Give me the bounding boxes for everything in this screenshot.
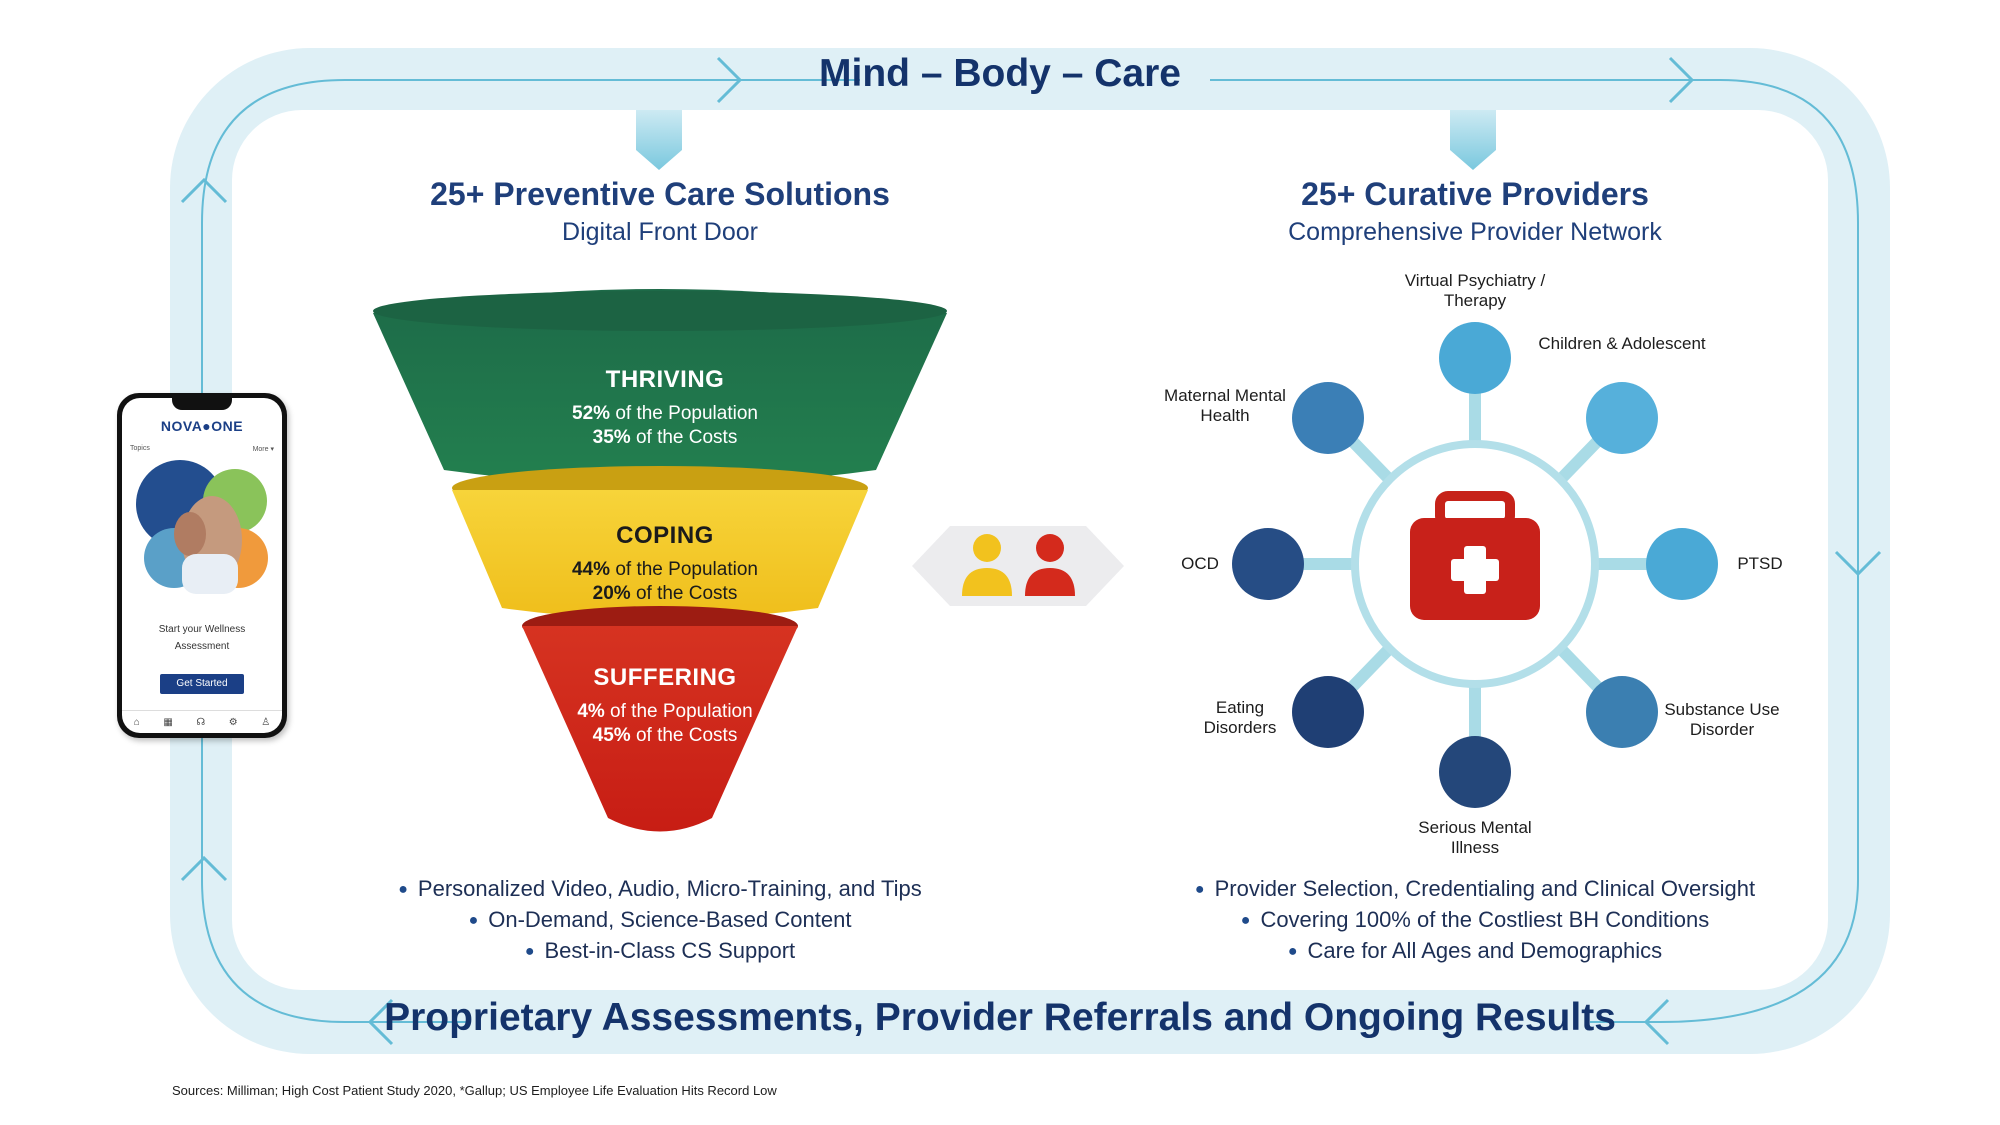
hero-image [136,460,268,594]
calendar-icon[interactable]: ▦ [163,716,173,728]
tier-cost-pct: 20% [592,583,631,604]
node-label: Maternal Mental Health [1164,386,1286,425]
left-title: 25+ Preventive Care Solutions [430,176,890,212]
node-label: Virtual Psychiatry / Therapy [1404,271,1546,310]
topics-label[interactable]: Topics [130,445,150,452]
right-subtitle: Comprehensive Provider Network [1288,218,1662,246]
app-logo: NOVA●ONE [160,418,244,434]
home-icon[interactable]: ⌂ [133,716,140,728]
right-bullets: ●Provider Selection, Credentialing and C… [1160,874,1790,967]
tier-cost-text: of the Costs [630,725,738,746]
chevron-up-icon [180,177,228,204]
node-serious-mental-illness [1439,736,1511,808]
node-virtual-psychiatry [1439,322,1511,394]
bullet-item: ●Best-in-Class CS Support [524,938,796,963]
headset-icon[interactable]: ☊ [196,716,206,728]
funnel-thriving-shape [373,289,947,485]
tier-name: COPING [616,522,714,549]
node-ptsd [1646,528,1718,600]
tier-cost-pct: 45% [592,725,631,746]
tier-name: THRIVING [605,366,725,393]
bullet-item: ●Personalized Video, Audio, Micro-Traini… [398,876,922,901]
bullet-item: ●Covering 100% of the Costliest BH Condi… [1240,907,1710,932]
phone-notch [172,398,232,410]
left-bullets: ●Personalized Video, Audio, Micro-Traini… [360,874,960,967]
footer-title: Proprietary Assessments, Provider Referr… [384,996,1616,1039]
left-subtitle: Digital Front Door [562,218,758,246]
medical-kit-icon [1410,491,1540,620]
more-menu[interactable]: More ▾ [252,446,274,453]
node-label: Eating Disorders [1203,698,1277,737]
tier-pop-text: of the Population [610,403,758,424]
bullet-item: ●Provider Selection, Credentialing and C… [1194,876,1756,901]
node-label: OCD [1181,554,1219,573]
phone-screen: NOVA●ONE Topics More ▾ Start your Wellne… [122,398,282,733]
tier-pop-pct: 4% [577,701,605,722]
chevron-right-icon [1668,56,1695,104]
funnel-thriving-label: THRIVING 52% of the Population 35% of th… [500,368,830,450]
funnel-suffering-shape [522,626,798,832]
bottom-nav: ⌂ ▦ ☊ ⚙ ♙ [122,710,282,733]
funnel-coping-shape [452,490,868,619]
phone-mockup: NOVA●ONE Topics More ▾ Start your Wellne… [117,393,287,738]
node-label: PTSD [1737,554,1783,573]
node-label: Children & Adolescent [1538,334,1706,353]
down-pointer-right [1450,110,1496,170]
chevron-left-icon [1643,998,1670,1046]
bullet-item: ●Care for All Ages and Demographics [1287,938,1663,963]
tier-pop-pct: 52% [572,403,611,424]
bullet-item: ●On-Demand, Science-Based Content [468,907,852,932]
node-ocd [1232,528,1304,600]
cta-line-2: Assessment [174,641,230,652]
node-children-adolescent [1586,382,1658,454]
tier-cost-pct: 35% [592,427,631,448]
tier-cost-text: of the Costs [630,427,738,448]
node-substance-use [1586,676,1658,748]
tier-pop-pct: 44% [572,559,611,580]
cta-text: Start your Wellness Assessment [122,621,282,655]
right-title: 25+ Curative Providers [1301,176,1649,212]
node-label: Substance Use Disorder [1664,700,1780,739]
get-started-button[interactable]: Get Started [160,674,244,694]
people-icon [962,534,1075,596]
funnel-suffering-label: SUFFERING 4% of the Population 45% of th… [500,666,830,748]
tier-pop-text: of the Population [604,701,753,722]
settings-icon[interactable]: ⚙ [228,716,238,728]
tier-cost-text: of the Costs [630,583,738,604]
chevron-right-icon [716,56,743,104]
node-eating-disorders [1292,676,1364,748]
sources-footnote: Sources: Milliman; High Cost Patient Stu… [172,1083,777,1098]
cta-line-1: Start your Wellness [158,624,246,635]
down-pointer-left [636,110,682,170]
node-maternal-mental-health [1292,382,1364,454]
funnel-coping-label: COPING 44% of the Population 20% of the … [500,524,830,606]
tier-pop-text: of the Population [610,559,758,580]
chevron-up-icon [180,855,228,882]
profile-icon[interactable]: ♙ [261,716,271,728]
chevron-down-icon [1834,550,1882,577]
header-title: Mind – Body – Care [819,52,1181,95]
tier-name: SUFFERING [593,664,737,691]
people-hexagon [912,526,1124,606]
node-label: Serious Mental Illness [1418,818,1532,857]
